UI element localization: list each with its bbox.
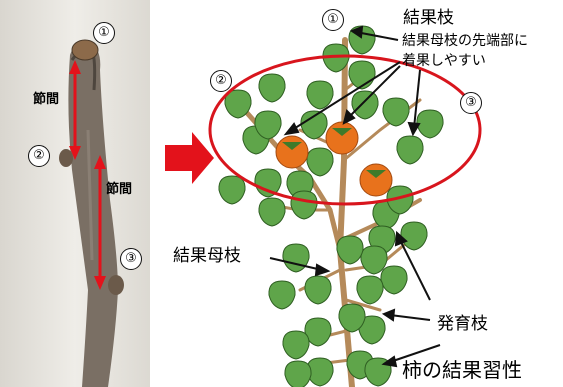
photo-marker-3: ③ <box>120 248 142 270</box>
growth-branch-label: 発育枝 <box>437 316 488 333</box>
internode-label-bottom: 節間 <box>106 183 132 196</box>
diagram-marker-3: ③ <box>460 92 482 114</box>
leaf <box>285 361 311 387</box>
note-line-1: 結果母枝の先端部に <box>402 34 528 48</box>
photo-marker-2: ② <box>28 145 50 167</box>
note-line-2: 着果しやすい <box>402 54 486 68</box>
diagram-caption: 柿の結果習性 <box>402 360 522 380</box>
persimmon-fruit-2 <box>326 122 358 154</box>
leaf-group <box>219 26 443 387</box>
twig-drawing <box>59 40 124 387</box>
diagram-marker-1: ① <box>322 9 344 31</box>
internode-label-top: 節間 <box>33 93 59 106</box>
leaf <box>417 110 443 138</box>
leaf <box>397 136 423 164</box>
transition-arrow <box>165 132 214 184</box>
leaf <box>259 74 285 102</box>
leaf <box>305 276 331 304</box>
leaf <box>259 198 285 226</box>
leaf <box>219 176 245 204</box>
fruiting-branch-label: 結果枝 <box>403 10 454 27</box>
leaf <box>307 81 333 109</box>
leaf <box>357 276 383 304</box>
diagram-marker-2: ② <box>210 70 232 92</box>
leaf <box>383 98 409 126</box>
persimmon-fruit-1 <box>276 136 308 168</box>
persimmon-fruit-3 <box>360 164 392 196</box>
leaf <box>381 266 407 294</box>
leaf <box>269 281 295 309</box>
leaf <box>283 331 309 359</box>
leaf <box>352 91 378 119</box>
leaf <box>291 191 317 219</box>
photo-marker-1: ① <box>93 22 115 44</box>
mother-branch-label: 結果母枝 <box>173 248 241 265</box>
leaf <box>307 148 333 176</box>
leaf <box>283 244 309 272</box>
